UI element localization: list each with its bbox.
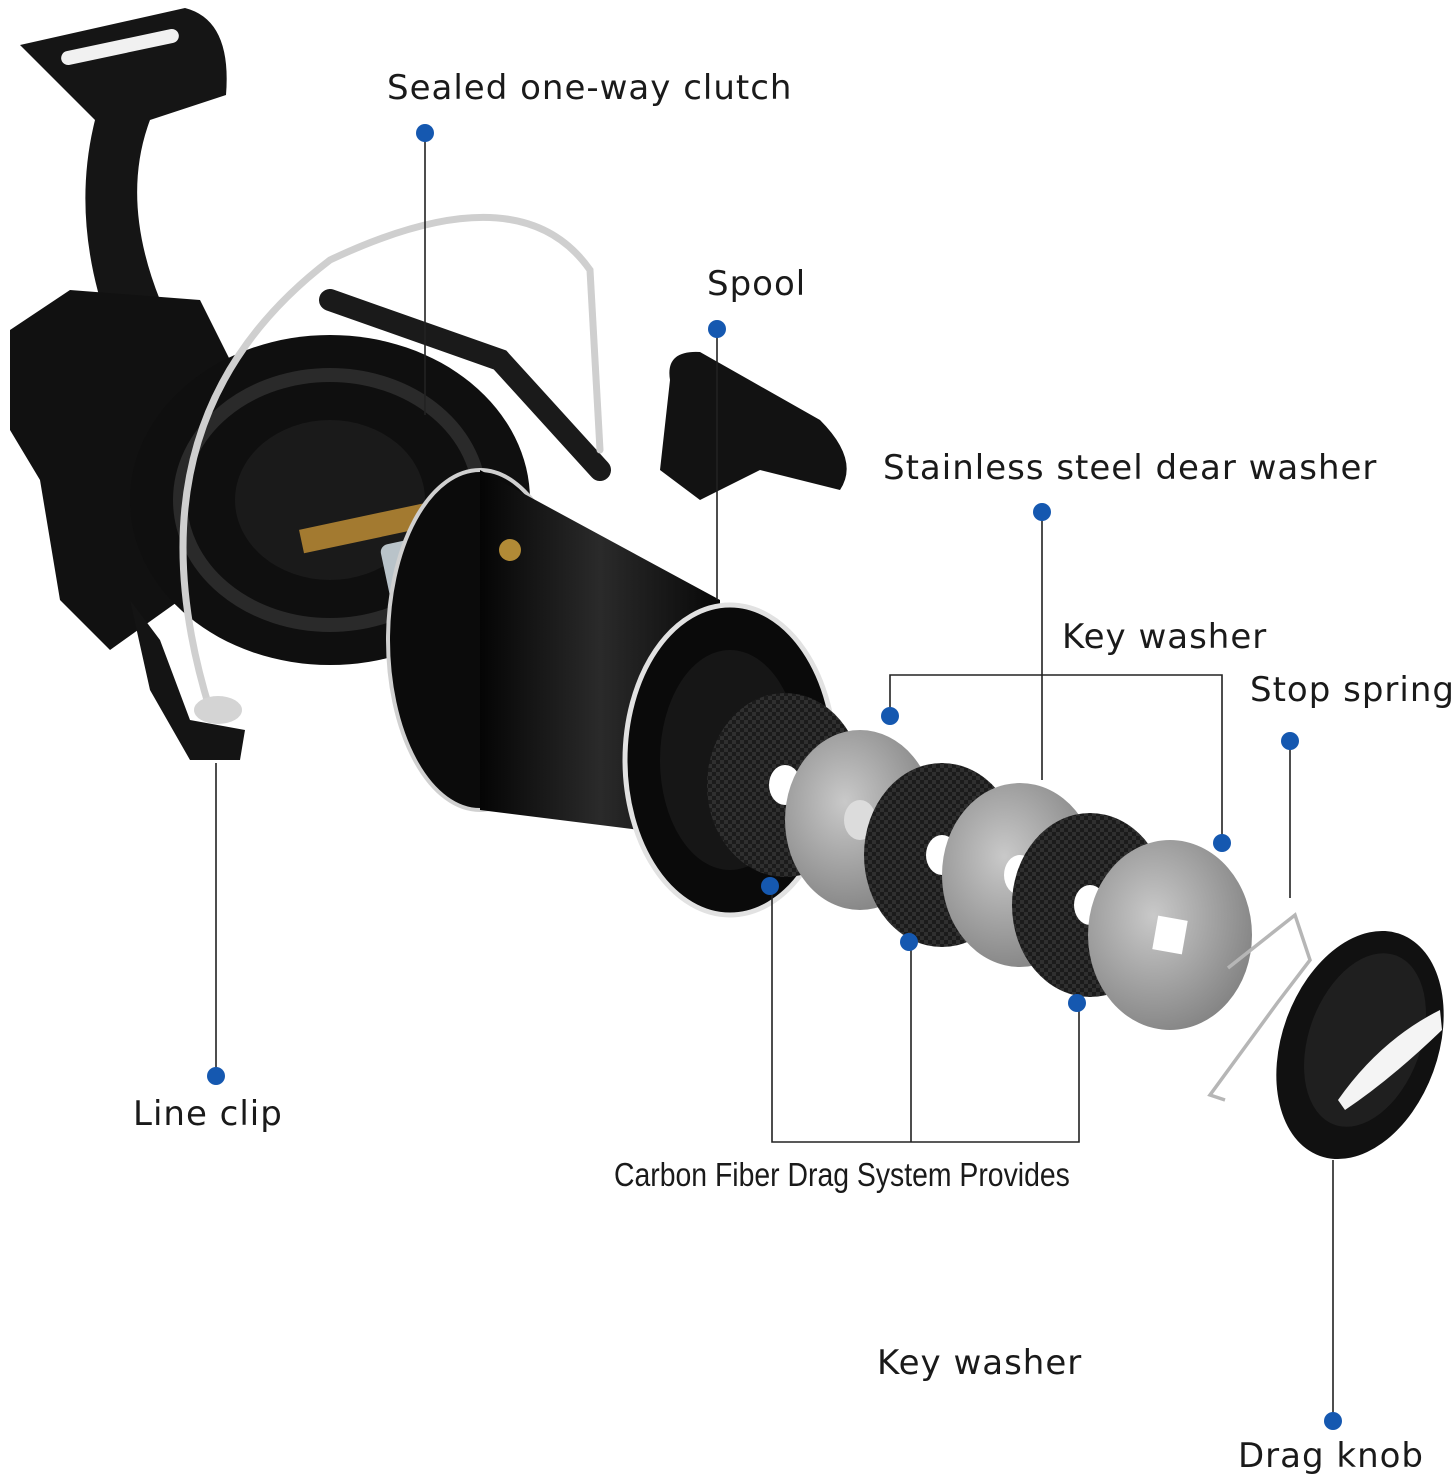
- dot-stainless-washer: [1033, 503, 1051, 521]
- dot-spool: [708, 320, 726, 338]
- label-key-washer-top: Key washer: [1062, 617, 1268, 657]
- crank-knob: [660, 351, 847, 500]
- dot-key-washer-right: [1213, 834, 1231, 852]
- dot-line-clip: [207, 1067, 225, 1085]
- dot-carbon-3: [1068, 994, 1086, 1012]
- line-clip-arm: [130, 600, 245, 760]
- dot-drag-knob: [1324, 1412, 1342, 1430]
- drag-knob-part: [1276, 930, 1444, 1160]
- dot-carbon-1: [761, 877, 779, 895]
- label-line-clip: Line clip: [133, 1094, 283, 1134]
- drag-washer-stack: [707, 693, 1252, 1030]
- dot-key-washer-left: [881, 707, 899, 725]
- dot-carbon-2: [900, 933, 918, 951]
- leader-key-washer-top: [889, 674, 1223, 843]
- dot-sealed-clutch: [416, 124, 434, 142]
- leader-lines: [215, 133, 1334, 1420]
- callout-dots: [207, 124, 1342, 1430]
- bail-arm: [319, 289, 611, 481]
- leader-carbon-drag: [771, 886, 1080, 1143]
- reel-handle-arm: [20, 8, 227, 330]
- main-shaft: [299, 500, 441, 554]
- label-spool: Spool: [707, 264, 807, 304]
- label-stop-spring: Stop spring: [1250, 670, 1453, 710]
- label-stainless-washer: Stainless steel dear washer: [883, 448, 1378, 488]
- label-drag-knob: Drag knob: [1238, 1436, 1425, 1476]
- bail-wire: [179, 214, 604, 714]
- label-carbon-drag: Carbon Fiber Drag System Provides: [614, 1156, 1070, 1193]
- label-sealed-clutch: Sealed one-way clutch: [387, 68, 793, 108]
- handle-grip-highlight: [61, 28, 179, 66]
- stop-spring: [1207, 912, 1312, 1102]
- dot-stop-spring: [1281, 732, 1299, 750]
- label-key-washer-bottom: Key washer: [877, 1343, 1083, 1383]
